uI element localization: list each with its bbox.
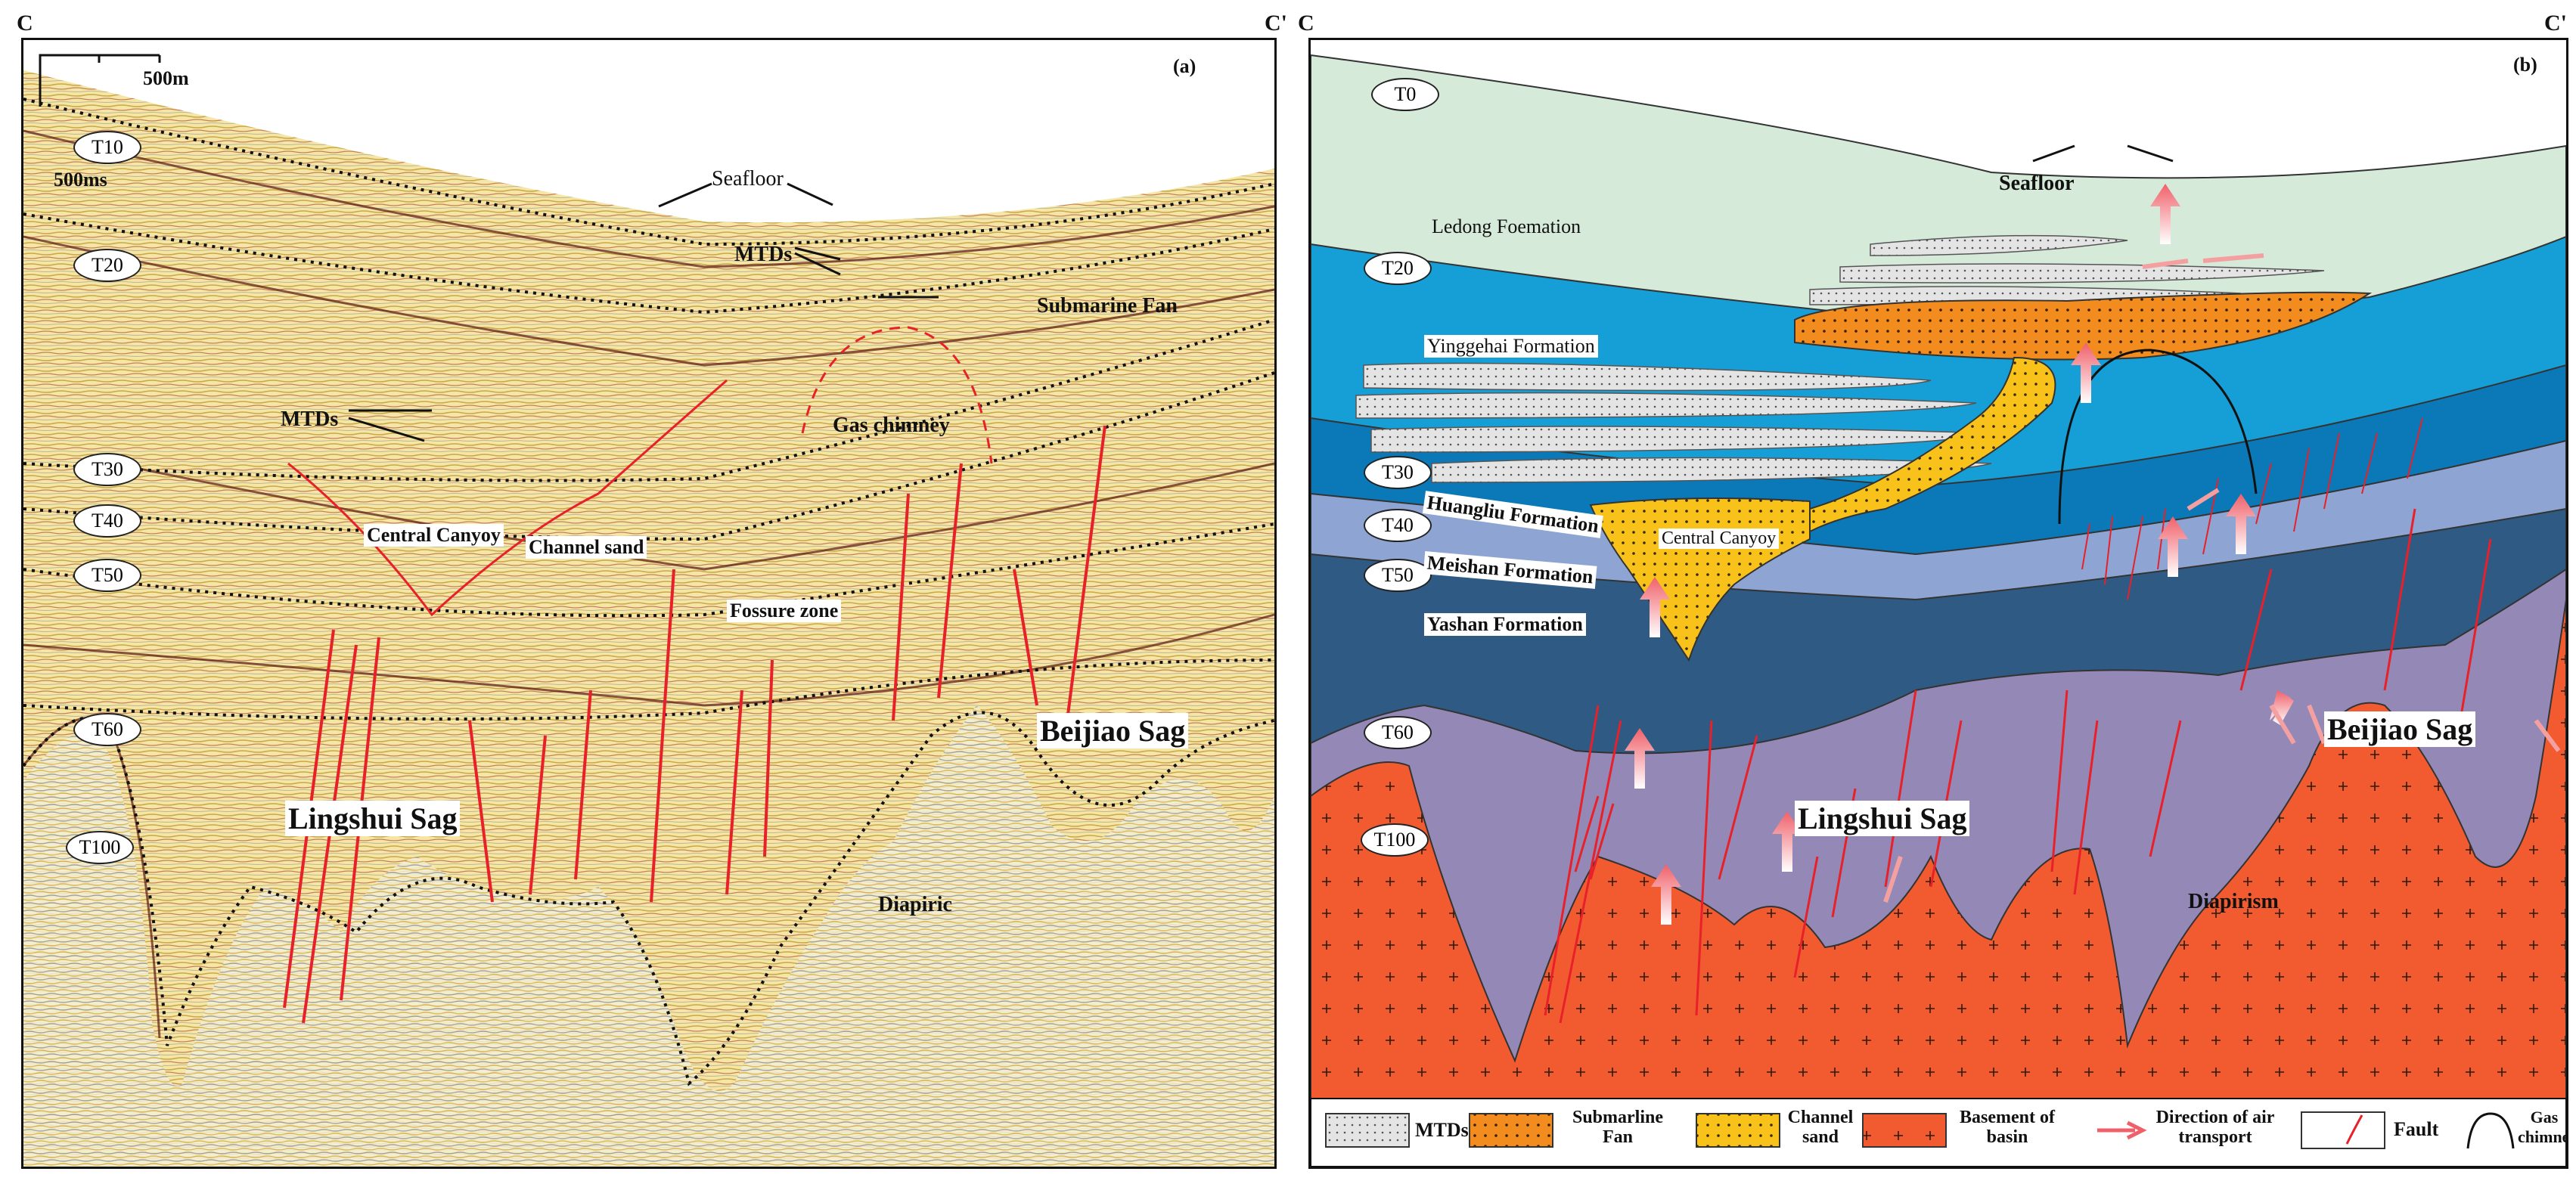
legend-fault-label: Fault xyxy=(2394,1118,2439,1140)
horizon-label-t20-b: T20 xyxy=(1364,252,1432,285)
central-canyon-label: Central Canyoy xyxy=(364,524,504,547)
horizon-label-t40-b: T40 xyxy=(1364,509,1432,542)
horizon-label-t60: T60 xyxy=(73,713,141,746)
panel-a-edge-right: C' xyxy=(1265,11,1287,36)
scale-bar-vertical-label: 500ms xyxy=(54,169,107,191)
submarine-fan-label: Submarine Fan xyxy=(1037,294,1178,318)
legend-fault-swatch xyxy=(2301,1111,2385,1149)
legend-basement-label: Basement of basin xyxy=(1960,1108,2055,1147)
horizon-label-t0: T0 xyxy=(1371,78,1439,111)
horizon-label-t60-b: T60 xyxy=(1364,716,1432,749)
horizon-label-t50: T50 xyxy=(73,559,141,592)
yashan-formation-label: Yashan Formation xyxy=(1424,613,1586,636)
legend-channel-swatch xyxy=(1696,1113,1780,1148)
legend-fan-swatch xyxy=(1469,1113,1553,1148)
mtds-upper-label: MTDs xyxy=(734,243,793,266)
horizon-label-t50-b: T50 xyxy=(1364,559,1432,592)
ledong-formation-label: Ledong Foemation xyxy=(1432,215,1581,237)
legend-mtds-swatch xyxy=(1325,1113,1410,1148)
horizon-label-t20: T20 xyxy=(73,249,141,282)
horizon-label-t10: T10 xyxy=(73,131,141,164)
beijiao-sag-label-b: Beijiao Sag xyxy=(2324,711,2476,747)
interpretation-diagram xyxy=(1311,40,2566,1167)
horizon-label-t40: T40 xyxy=(73,504,141,538)
legend-chimney-label: Gas chimney xyxy=(2518,1108,2566,1146)
diapiric-label: Diapiric xyxy=(878,893,952,916)
fossure-zone-label: Fossure zone xyxy=(727,600,842,622)
panel-a-tag: (a) xyxy=(1173,55,1196,77)
legend-arrow-swatch xyxy=(2097,1120,2147,1140)
panel-b-edge-right: C' xyxy=(2544,11,2567,36)
panel-b-edge-left: C xyxy=(1298,11,1314,36)
panel-a-edge-left: C xyxy=(17,11,33,36)
seismic-section-panel: (a) 500m 500ms T10 T20 T30 T40 T50 T60 T… xyxy=(21,38,1277,1169)
diapirism-label: Diapirism xyxy=(2188,890,2279,913)
seafloor-label: Seafloor xyxy=(712,167,784,191)
horizon-label-t30-b: T30 xyxy=(1364,456,1432,489)
yinggehai-formation-label: Yinggehai Formation xyxy=(1424,335,1598,358)
legend-arrow-label: Direction of air transport xyxy=(2155,1108,2275,1147)
scale-bar-horizontal-label: 500m xyxy=(143,67,189,89)
legend-mtds-label: MTDs xyxy=(1415,1119,1469,1141)
horizon-label-t100-b: T100 xyxy=(1361,823,1429,857)
legend-chimney-swatch xyxy=(2466,1112,2515,1149)
seafloor-label-b: Seafloor xyxy=(1999,172,2075,195)
legend-channel-label: Channel sand xyxy=(1787,1108,1854,1147)
lingshui-sag-label: Lingshui Sag xyxy=(285,801,461,836)
horizon-label-t100: T100 xyxy=(66,831,134,864)
legend-fan-label: Submarline Fan xyxy=(1572,1108,1664,1147)
beijiao-sag-label: Beijiao Sag xyxy=(1037,713,1189,748)
seismic-section-image xyxy=(23,40,1274,1167)
central-canyon-label-b: Central Canyoy xyxy=(1659,528,1780,549)
lingshui-sag-label-b: Lingshui Sag xyxy=(1795,801,1970,836)
mtds-lower-label: MTDs xyxy=(281,408,339,431)
gas-chimney-label: Gas chimney xyxy=(833,414,950,437)
channel-sand-label: Channel sand xyxy=(526,536,647,559)
horizon-label-t30: T30 xyxy=(73,453,141,486)
interpretation-panel: (b) T0 T20 T30 T40 T50 T60 T100 Seafloor… xyxy=(1308,38,2568,1169)
legend-basement-swatch xyxy=(1862,1113,1947,1148)
panel-b-tag: (b) xyxy=(2513,54,2537,76)
